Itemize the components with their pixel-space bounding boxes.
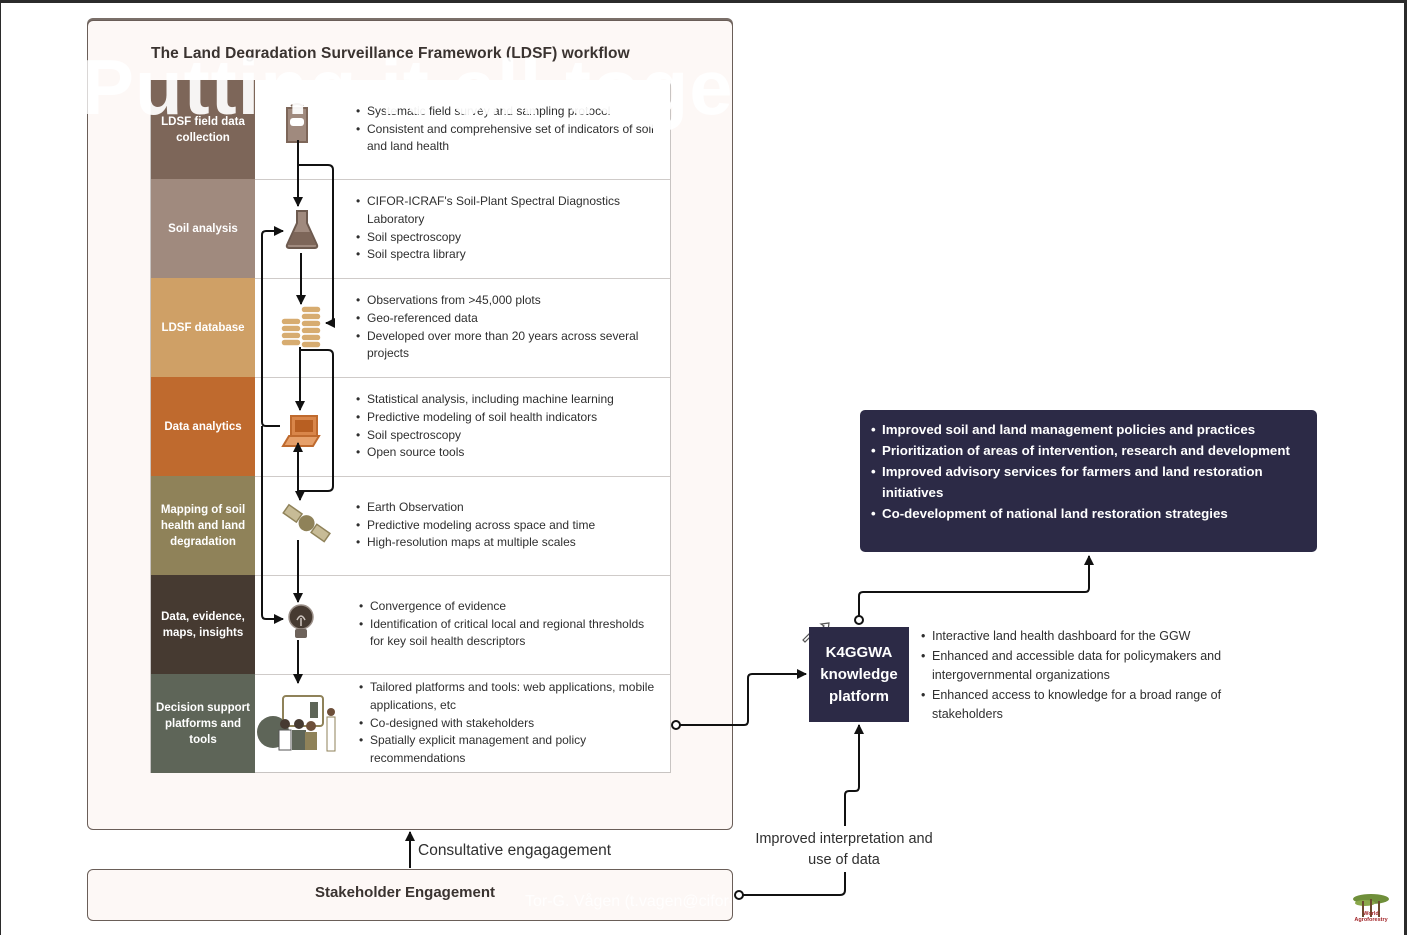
row-label: Mapping of soil health and land degradat… <box>151 476 255 575</box>
laptop-icon <box>281 415 321 447</box>
clipboard-icon <box>286 103 308 143</box>
workflow-row-insights: Data, evidence, maps, insights Convergen… <box>151 575 670 675</box>
row-label: Data analytics <box>151 377 255 476</box>
row-bullets: Convergence of evidence Identification o… <box>359 575 659 674</box>
bullet: Tailored platforms and tools: web applic… <box>359 679 659 715</box>
workflow-table: LDSF field data collection Systematic fi… <box>150 80 671 773</box>
platform-item: Enhanced access to knowledge for a broad… <box>921 686 1271 725</box>
k4ggwa-label: K4GGWA knowledge platform <box>820 643 898 705</box>
outcomes-box: Improved soil and land management polici… <box>860 410 1317 552</box>
row-bullets: Systematic field survey and sampling pro… <box>356 80 656 179</box>
bullet: Consistent and comprehensive set of indi… <box>356 121 656 157</box>
bullet: Earth Observation <box>356 499 656 517</box>
bullet: Open source tools <box>356 444 656 462</box>
bullet: Developed over more than 20 years across… <box>356 328 656 364</box>
improved-interpretation-label: Improved interpretation and use of data <box>746 829 942 871</box>
row-bullets: Observations from >45,000 plots Geo-refe… <box>356 278 656 377</box>
platform-item: Enhanced and accessible data for policym… <box>921 647 1271 686</box>
outcome-item: Co-development of national land restorat… <box>871 503 1305 524</box>
bullet: CIFOR-ICRAF's Soil-Plant Spectral Diagno… <box>356 193 656 229</box>
row-label: LDSF field data collection <box>151 80 255 179</box>
row-bullets: Statistical analysis, including machine … <box>356 377 656 476</box>
row-label: LDSF database <box>151 278 255 377</box>
bullet: Spatially explicit management and policy… <box>359 732 659 768</box>
workflow-row-mapping: Mapping of soil health and land degradat… <box>151 476 670 576</box>
bullet: Soil spectroscopy <box>356 427 656 445</box>
k4ggwa-bullets: Interactive land health dashboard for th… <box>921 627 1271 725</box>
bullet: Observations from >45,000 plots <box>356 292 656 310</box>
workflow-row-decision-support: Decision support platforms and tools Tai… <box>151 674 670 773</box>
satellite-icon <box>282 503 331 543</box>
logo-text: World Agroforestry <box>1354 911 1388 923</box>
stakeholder-engagement-box: Stakeholder Engagement <box>87 869 733 921</box>
stakeholder-engagement-label: Stakeholder Engagement <box>314 883 496 901</box>
bullet: Co-designed with stakeholders <box>359 715 659 733</box>
row-bullets: CIFOR-ICRAF's Soil-Plant Spectral Diagno… <box>356 179 656 278</box>
bullet: Predictive modeling across space and tim… <box>356 517 656 535</box>
consultative-engagement-label: Consultative engagagement <box>418 842 612 859</box>
row-label: Decision support platforms and tools <box>151 674 255 773</box>
outcome-item: Prioritization of areas of intervention,… <box>871 440 1305 461</box>
platform-item: Interactive land health dashboard for th… <box>921 627 1271 647</box>
workflow-row-soil-analysis: Soil analysis CIFOR-ICRAF's Soil-Plant S… <box>151 179 670 279</box>
bullet: Soil spectra library <box>356 246 656 264</box>
bullet: High-resolution maps at multiple scales <box>356 534 656 552</box>
bullet: Convergence of evidence <box>359 598 659 616</box>
workflow-row-database: LDSF database Observations from >45,000 … <box>151 278 670 378</box>
outcome-item: Improved advisory services for farmers a… <box>871 461 1305 503</box>
people-presentation-icon <box>257 695 336 752</box>
row-label: Data, evidence, maps, insights <box>151 575 255 674</box>
bullet: Identification of critical local and reg… <box>359 616 659 652</box>
bullet: Geo-referenced data <box>356 310 656 328</box>
world-agroforestry-logo <box>1353 894 1389 917</box>
flask-icon <box>285 210 319 249</box>
workflow-title: The Land Degradation Surveillance Framew… <box>151 45 630 62</box>
row-bullets: Tailored platforms and tools: web applic… <box>359 674 659 773</box>
workflow-row-field-data: LDSF field data collection Systematic fi… <box>151 80 670 180</box>
workflow-row-analytics: Data analytics Statistical analysis, inc… <box>151 377 670 477</box>
bullet: Predictive modeling of soil health indic… <box>356 409 656 427</box>
database-coins-icon <box>280 305 322 348</box>
bullet: Statistical analysis, including machine … <box>356 391 656 409</box>
lightbulb-icon <box>288 604 314 638</box>
row-bullets: Earth Observation Predictive modeling ac… <box>356 476 656 575</box>
row-label: Soil analysis <box>151 179 255 278</box>
bullet: Systematic field survey and sampling pro… <box>356 103 656 121</box>
outcome-item: Improved soil and land management polici… <box>871 419 1305 440</box>
bullet: Soil spectroscopy <box>356 229 656 247</box>
k4ggwa-platform-box: K4GGWA knowledge platform <box>809 627 909 722</box>
